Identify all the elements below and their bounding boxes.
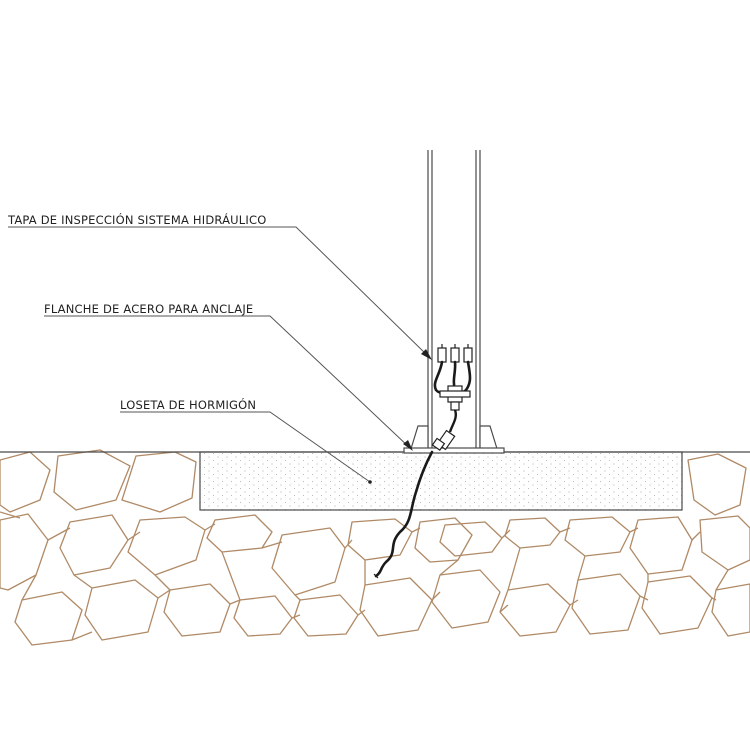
hose-coupling: [439, 385, 471, 411]
internal-hose: [448, 409, 457, 433]
label-steel-flange: FLANCHE DE ACERO PARA ANCLAJE: [44, 302, 254, 316]
base-connector: [431, 429, 456, 451]
steel-flange: [403, 425, 505, 454]
label-inspection-cover: TAPA DE INSPECCIÓN SISTEMA HIDRÁULICO: [8, 213, 267, 227]
cable-end: [373, 573, 379, 579]
hydraulic-fittings: [437, 344, 473, 363]
leader-inspection-cover: [8, 226, 429, 357]
leader-concrete-slab: [120, 411, 371, 483]
leader-steel-flange: [44, 315, 411, 449]
leader-arrowheads: [403, 349, 432, 451]
leader-lines: [8, 226, 429, 483]
steel-post: [427, 150, 481, 452]
concrete-slab: [199, 451, 683, 511]
label-concrete-slab: LOSETA DE HORMIGÓN: [120, 398, 257, 412]
hydraulic-cable: [374, 450, 434, 578]
leader-dot-slab: [368, 480, 372, 484]
